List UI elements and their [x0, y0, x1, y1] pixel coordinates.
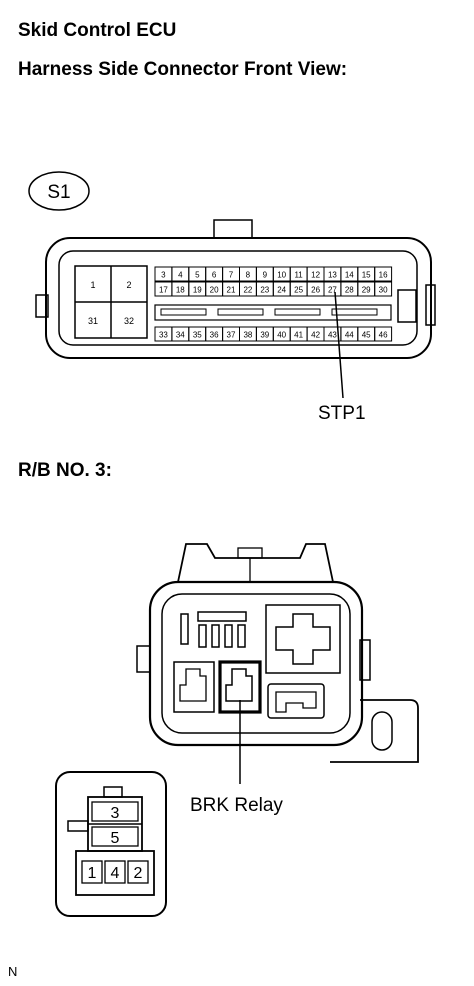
- fuse-slot: [211, 624, 220, 648]
- pin-21: 21: [227, 286, 236, 295]
- relay-pin-3: 3: [111, 805, 120, 822]
- pin-24: 24: [277, 286, 286, 295]
- ecu-connector: [28, 171, 436, 359]
- fuse-slot: [198, 624, 207, 648]
- pin-44: 44: [345, 331, 354, 340]
- pin-4: 4: [178, 271, 183, 280]
- relay-socket-right: [267, 683, 325, 719]
- pin-37: 37: [227, 331, 236, 340]
- connector-key-strip: [154, 304, 392, 321]
- pin-9: 9: [263, 271, 268, 280]
- pin-17: 17: [159, 286, 168, 295]
- pin-34: 34: [176, 331, 185, 340]
- relay-block-housing: [148, 580, 364, 747]
- pin-28: 28: [345, 286, 354, 295]
- connector-left-tab: [35, 294, 49, 318]
- pin-30: 30: [379, 286, 388, 295]
- fuse-slot: [237, 624, 246, 648]
- pin-2: 2: [126, 280, 131, 290]
- connector-outer-shell: [45, 237, 432, 359]
- connector-lock-tab: [213, 219, 253, 238]
- relay-block-mounting-ear: [330, 699, 419, 763]
- relay-block-heading: R/B NO. 3:: [18, 460, 112, 481]
- fuse-slot: [224, 624, 233, 648]
- relay-pin-1: 1: [88, 865, 97, 882]
- pin-38: 38: [243, 331, 252, 340]
- connector-right-latch: [397, 289, 417, 323]
- pin-cell-46: [374, 326, 393, 342]
- pin-5: 5: [195, 271, 200, 280]
- diagram-title: Skid Control ECU: [18, 20, 177, 41]
- connector-id-label: S1: [47, 182, 70, 203]
- relay-pin-2: 2: [134, 865, 143, 882]
- relay-block: [136, 543, 419, 763]
- large-relay-socket: [265, 604, 341, 674]
- pin-36: 36: [210, 331, 219, 340]
- mounting-slot: [371, 711, 393, 751]
- connector-inner-shell: [58, 250, 418, 346]
- stp1-leader: [334, 291, 344, 399]
- pin-33: 33: [159, 331, 168, 340]
- relay-socket-left: [173, 661, 215, 713]
- pin-1: 1: [90, 280, 95, 290]
- pin-13: 13: [328, 271, 337, 280]
- relay-block-top-cap: [177, 543, 334, 583]
- pin-39: 39: [260, 331, 269, 340]
- pin-6: 6: [212, 271, 217, 280]
- brk-relay-label: BRK Relay: [190, 795, 283, 816]
- pin-20: 20: [210, 286, 219, 295]
- pin-27: 27: [328, 286, 337, 295]
- pin-16: 16: [379, 271, 388, 280]
- pin-22: 22: [243, 286, 252, 295]
- pin-29: 29: [362, 286, 371, 295]
- stp1-label: STP1: [318, 403, 366, 424]
- pin-42: 42: [311, 331, 320, 340]
- pin-10: 10: [277, 271, 286, 280]
- pin-cell-16: [374, 266, 393, 282]
- pin-26: 26: [311, 286, 320, 295]
- diagram-subtitle: Harness Side Connector Front View:: [18, 59, 348, 80]
- pin-7: 7: [229, 271, 234, 280]
- relay-pin-diagram: [55, 771, 167, 917]
- fuse-slot: [180, 613, 189, 645]
- pin-14: 14: [345, 271, 354, 280]
- pin-23: 23: [260, 286, 269, 295]
- pin-11: 11: [294, 271, 303, 280]
- pin-3: 3: [161, 271, 166, 280]
- pin-35: 35: [193, 331, 202, 340]
- relay-pin-5: 5: [111, 830, 120, 847]
- pin-cell-30: [374, 281, 393, 297]
- pin-8: 8: [246, 271, 251, 280]
- pin-12: 12: [311, 271, 320, 280]
- pin-40: 40: [277, 331, 286, 340]
- connector-id-oval: [28, 171, 90, 211]
- pin-19: 19: [193, 286, 202, 295]
- pin-41: 41: [294, 331, 303, 340]
- pin-32: 32: [124, 316, 134, 326]
- footer-code: N: [8, 964, 17, 979]
- pin-18: 18: [176, 286, 185, 295]
- pin-25: 25: [294, 286, 303, 295]
- relay-pin-frame: [55, 771, 167, 917]
- pin-45: 45: [362, 331, 371, 340]
- pin-31: 31: [88, 316, 98, 326]
- pin-15: 15: [362, 271, 371, 280]
- pin-43: 43: [328, 331, 337, 340]
- pin-46: 46: [379, 331, 388, 340]
- relay-pin-4: 4: [111, 865, 120, 882]
